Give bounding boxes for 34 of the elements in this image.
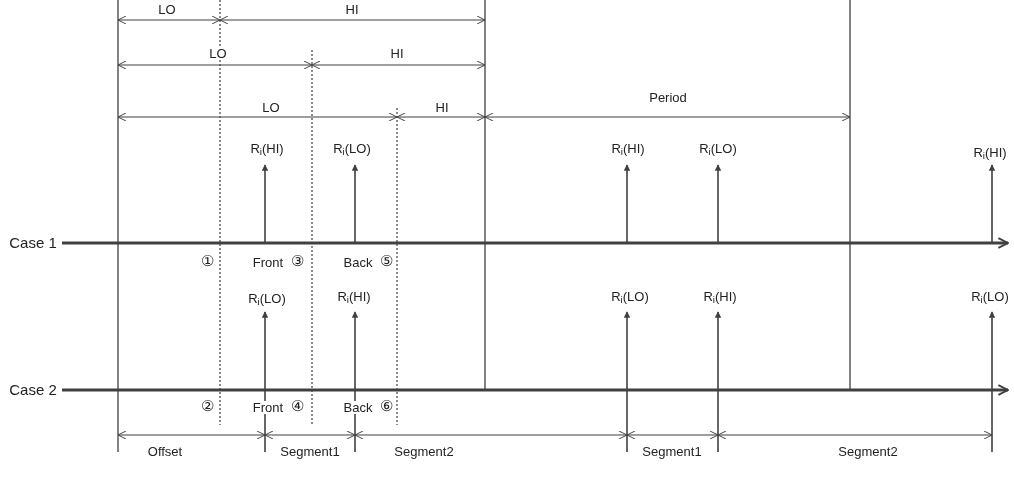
dimension-label: LO [157,3,177,16]
circled-number: ⑤ [378,253,394,268]
circled-number: ④ [289,398,305,413]
dimension-label: Offset [146,445,184,458]
dimension-label: Segment1 [279,445,341,458]
circled-number: ⑥ [378,398,394,413]
event-label: R$_{i}$(HI) [336,290,372,303]
dimension-label: HI [389,47,405,60]
event-label: R$_{i}$(HI) [702,290,738,303]
dimension-label: LO [208,47,228,60]
position-label: Back [342,401,374,414]
event-label: R$_{i}$(LO) [970,290,1010,303]
position-label: Front [251,401,285,414]
position-label: Back [342,256,374,269]
circled-number: ① [199,253,215,268]
dimension-label: HI [344,3,360,16]
dimension-label: Segment2 [837,445,899,458]
circled-number: ② [199,398,215,413]
case-label: Case 1 [8,235,58,250]
case-label: Case 2 [8,382,58,397]
event-label: R$_{i}$(LO) [698,142,738,155]
dimension-label: LO [261,101,281,114]
event-label: R$_{i}$(LO) [247,292,287,305]
event-label: R$_{i}$(HI) [249,142,285,155]
circled-number: ③ [289,253,305,268]
position-label: Front [251,256,285,269]
event-label: R$_{i}$(HI) [972,146,1008,159]
dimension-label: Segment1 [641,445,703,458]
event-label: R$_{i}$(LO) [332,142,372,155]
dimension-label: Period [648,91,688,104]
dimension-label: HI [434,101,450,114]
event-label: R$_{i}$(LO) [610,290,650,303]
dimension-label: Segment2 [393,445,455,458]
event-label: R$_{i}$(HI) [610,142,646,155]
